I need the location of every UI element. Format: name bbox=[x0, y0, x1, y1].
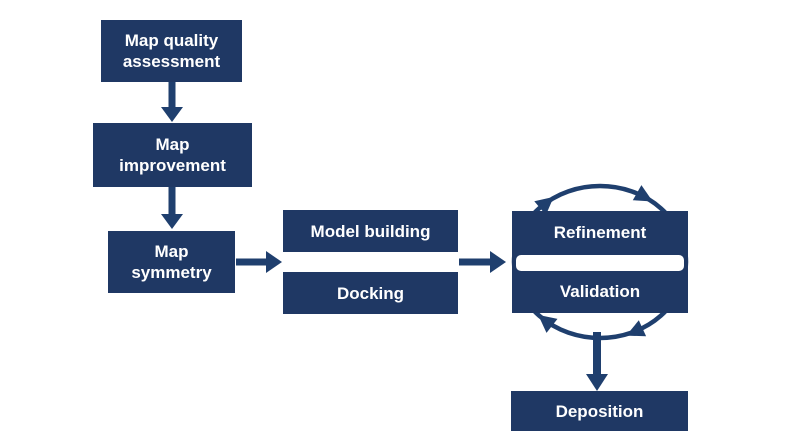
refinement-validation-divider bbox=[516, 255, 684, 271]
cycle-arrowhead-top-right bbox=[632, 185, 653, 202]
node-map-symmetry: Map symmetry bbox=[108, 231, 235, 293]
node-map-quality-assessment: Map quality assessment bbox=[101, 20, 242, 82]
cycle-arrowhead-bottom-left bbox=[538, 314, 558, 333]
arrow-validation-to-deposition bbox=[586, 332, 608, 391]
node-deposition: Deposition bbox=[511, 391, 688, 431]
node-docking: Docking bbox=[283, 272, 458, 314]
node-refinement-validation: Refinement Validation bbox=[512, 211, 688, 313]
cycle-arrowhead-top-left bbox=[534, 196, 554, 215]
arrow-map-quality-to-map-improvement bbox=[161, 82, 183, 122]
node-refinement: Refinement bbox=[553, 223, 647, 242]
node-validation: Validation bbox=[559, 282, 641, 301]
arrow-model-building-to-refinement bbox=[459, 251, 506, 273]
node-map-improvement: Map improvement bbox=[93, 123, 252, 187]
arrow-map-symmetry-to-model-building bbox=[236, 251, 282, 273]
cycle-arrowhead-bottom-right bbox=[626, 320, 647, 337]
node-model-building: Model building bbox=[283, 210, 458, 252]
arrow-map-improvement-to-map-symmetry bbox=[161, 187, 183, 229]
